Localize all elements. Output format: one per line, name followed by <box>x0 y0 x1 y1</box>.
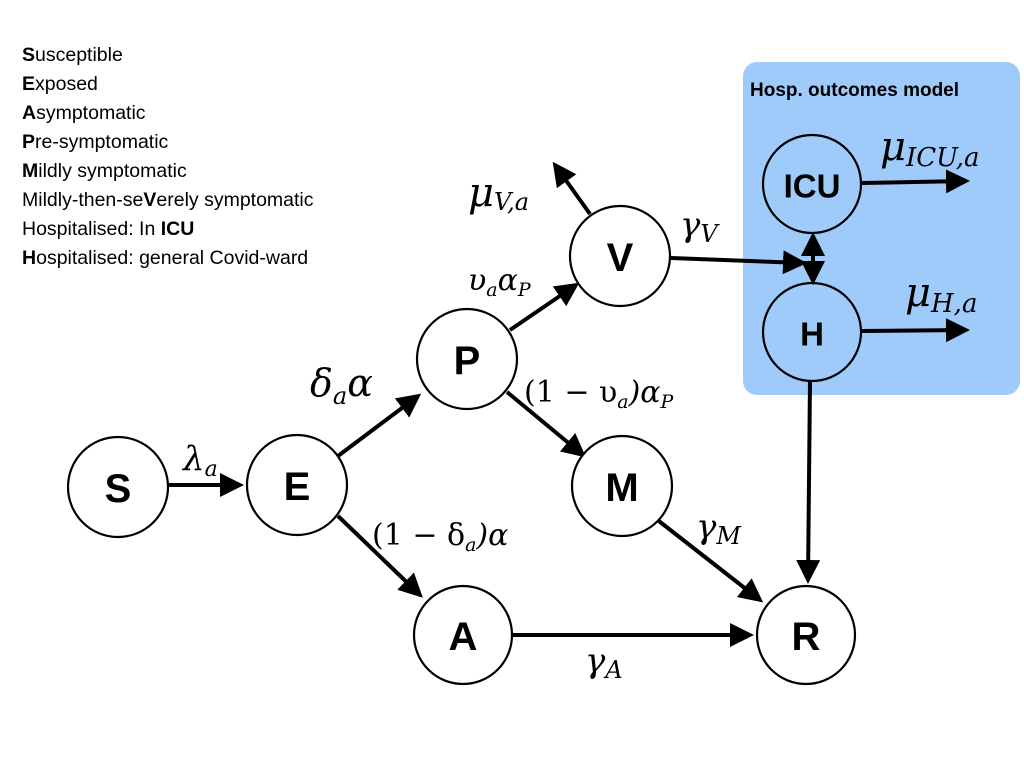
hospital-outcomes-title: Hosp. outcomes model <box>750 80 960 101</box>
legend-item: Susceptible <box>22 41 314 70</box>
node-icu: ICU <box>761 133 863 235</box>
legend-key-letter: ICU <box>160 218 195 240</box>
legend-text: symptomatic <box>36 102 146 124</box>
legend-item: Mildly symptomatic <box>22 157 314 186</box>
legend-item: Pre-symptomatic <box>22 128 314 157</box>
node-s: S <box>66 435 170 539</box>
legend-key-letter: M <box>22 160 39 182</box>
rate-one-minus-delta-alpha: (1 − δa)α <box>372 518 508 556</box>
rate-gamma-v: γV <box>680 205 720 248</box>
node-v-label: V <box>607 236 634 280</box>
legend-key-letter: H <box>22 247 37 269</box>
node-r: R <box>755 584 857 686</box>
node-p: P <box>415 307 519 411</box>
node-v: V <box>568 204 672 308</box>
legend-prefix: Mildly-then-se <box>22 189 144 211</box>
node-e: E <box>245 433 349 537</box>
edge-e-p <box>336 393 422 458</box>
rate-mu-v: μV,a <box>468 170 529 216</box>
legend-text: ospitalised: general Covid-ward <box>36 247 309 269</box>
legend-item: Mildly-then-seVerely symptomatic <box>22 186 314 215</box>
edge-v-death <box>552 161 592 216</box>
rate-mu-icu: μICU,a <box>880 124 979 173</box>
edge-p-m <box>505 390 587 458</box>
node-r-label: R <box>792 615 821 659</box>
edge-p-v <box>508 282 580 332</box>
edge-icu-death <box>861 169 970 194</box>
rate-one-minus-v-alpha-p: (1 − υa)αP <box>524 375 675 413</box>
legend-text: ildly symptomatic <box>38 160 187 182</box>
legend-text: usceptible <box>35 44 123 66</box>
legend-item: Asymptomatic <box>22 99 314 128</box>
legend-key-letter: V <box>143 189 157 211</box>
node-h: H <box>761 281 863 383</box>
legend-text: re-symptomatic <box>35 131 169 153</box>
node-m-label: M <box>605 466 638 510</box>
node-a-label: A <box>449 615 478 659</box>
node-icu-label: ICU <box>784 168 841 205</box>
rate-gamma-a: γA <box>585 641 623 684</box>
node-a: A <box>412 584 514 686</box>
legend-text: xposed <box>35 73 98 95</box>
legend-key-letter: P <box>22 131 36 153</box>
legend-item: Exposed <box>22 70 314 99</box>
legend-prefix: Hospitalised: In <box>22 218 161 240</box>
edge-e-a <box>336 514 423 598</box>
legend-item: Hospitalised: general Covid-ward <box>22 244 314 273</box>
rate-gamma-m: γM <box>696 507 742 550</box>
node-e-label: E <box>284 465 311 509</box>
edge-h-death <box>861 318 970 343</box>
node-p-label: P <box>454 339 481 383</box>
rate-delta-alpha: δaα <box>310 361 373 410</box>
rate-lambda: λa <box>181 439 218 482</box>
legend-item: Hospitalised: In ICU <box>22 215 314 244</box>
node-m: M <box>570 434 674 538</box>
rate-v-alpha-p: υaαP <box>468 263 532 301</box>
legend-key-letter: E <box>22 73 36 95</box>
edge-h-r <box>796 380 821 584</box>
edge-m-r <box>653 516 764 603</box>
edge-v-hosp <box>670 250 807 275</box>
legend-key-letter: S <box>22 44 36 66</box>
node-h-label: H <box>800 316 824 353</box>
node-s-label: S <box>105 467 132 511</box>
legend-text: erely symptomatic <box>156 189 314 211</box>
rate-mu-h: μH,a <box>905 270 977 319</box>
legend-key-letter: A <box>22 102 37 124</box>
